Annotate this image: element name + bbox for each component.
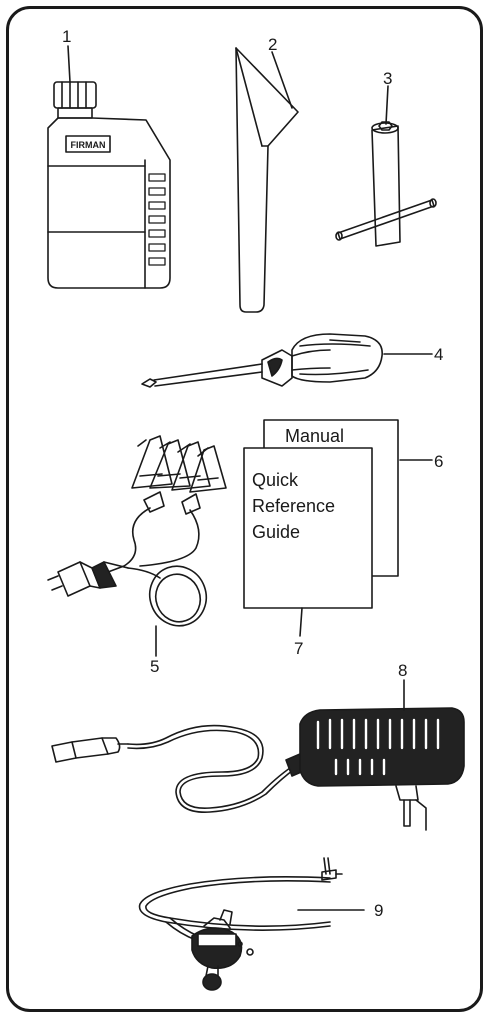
callout-5: 5 bbox=[150, 657, 159, 676]
charging-clip-cable bbox=[47, 435, 227, 627]
guide-line-quick: Quick bbox=[252, 470, 299, 490]
leader-line-7 bbox=[299, 607, 303, 637]
oil-bottle bbox=[47, 81, 171, 289]
screwdriver bbox=[141, 333, 383, 388]
callout-4: 4 bbox=[434, 345, 443, 364]
quick-reference-guide bbox=[243, 447, 373, 609]
bottle-brand-label: FIRMAN bbox=[71, 140, 106, 150]
callout-7: 7 bbox=[294, 639, 303, 658]
leader-line-1 bbox=[67, 45, 71, 83]
leader-line-2 bbox=[271, 51, 293, 109]
fuel-hose bbox=[138, 857, 343, 991]
guide-line-guide: Guide bbox=[252, 522, 300, 542]
manual-title: Manual bbox=[285, 426, 344, 446]
callout-3: 3 bbox=[383, 69, 392, 88]
ac-adapter bbox=[51, 707, 465, 831]
callout-6: 6 bbox=[434, 452, 443, 471]
guide-line-reference: Reference bbox=[252, 496, 335, 516]
leader-line-3 bbox=[385, 85, 389, 125]
callout-8: 8 bbox=[398, 661, 407, 680]
callout-1: 1 bbox=[62, 27, 71, 46]
diagram-frame bbox=[6, 6, 483, 1012]
funnel bbox=[235, 47, 299, 313]
spark-plug-wrench bbox=[335, 121, 437, 247]
callout-9: 9 bbox=[374, 901, 383, 920]
callout-2: 2 bbox=[268, 35, 277, 54]
